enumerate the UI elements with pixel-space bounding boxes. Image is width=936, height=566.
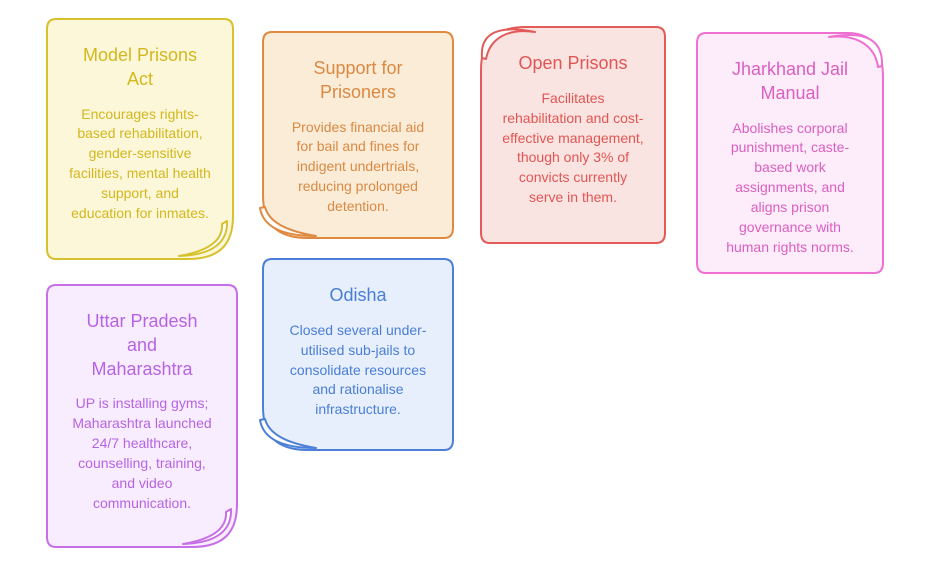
note-body: UP is installing gyms; Maharashtra launc…: [72, 395, 212, 511]
note-card-open-prisons: Open Prisons Facilitates rehabilitation …: [480, 26, 666, 244]
note-content: Uttar Pradesh and Maharashtra UP is inst…: [46, 284, 238, 548]
note-card-odisha: Odisha Closed several under-utilised sub…: [259, 258, 454, 451]
note-title: Support for Prisoners: [313, 58, 403, 102]
note-content: Odisha Closed several under-utilised sub…: [262, 258, 454, 451]
note-body: Encourages rights-based rehabilitation, …: [69, 105, 211, 221]
note-title: Odisha: [329, 285, 387, 305]
note-title: Uttar Pradesh and Maharashtra: [86, 311, 198, 379]
note-card-jharkhand-jail-manual: Jharkhand Jail Manual Abolishes corporal…: [696, 32, 884, 274]
note-card-model-prisons-act: Model Prisons Act Encourages rights-base…: [46, 18, 234, 260]
note-body: Abolishes corporal punishment, caste-bas…: [726, 119, 854, 255]
note-content: Open Prisons Facilitates rehabilitation …: [480, 26, 666, 244]
note-title: Open Prisons: [518, 53, 628, 73]
note-card-support-for-prisoners: Support for Prisoners Provides financial…: [259, 31, 454, 239]
note-card-uttar-pradesh-and-maharashtra: Uttar Pradesh and Maharashtra UP is inst…: [46, 284, 238, 548]
note-body: Closed several under-utilised sub-jails …: [289, 321, 427, 418]
note-content: Jharkhand Jail Manual Abolishes corporal…: [696, 32, 884, 274]
note-title: Jharkhand Jail Manual: [731, 59, 849, 103]
note-title: Model Prisons Act: [82, 45, 198, 89]
note-content: Support for Prisoners Provides financial…: [262, 31, 454, 239]
note-content: Model Prisons Act Encourages rights-base…: [46, 18, 234, 260]
note-body: Facilitates rehabilitation and cost-effe…: [502, 89, 644, 206]
note-body: Provides financial aid for bail and fine…: [291, 118, 425, 215]
